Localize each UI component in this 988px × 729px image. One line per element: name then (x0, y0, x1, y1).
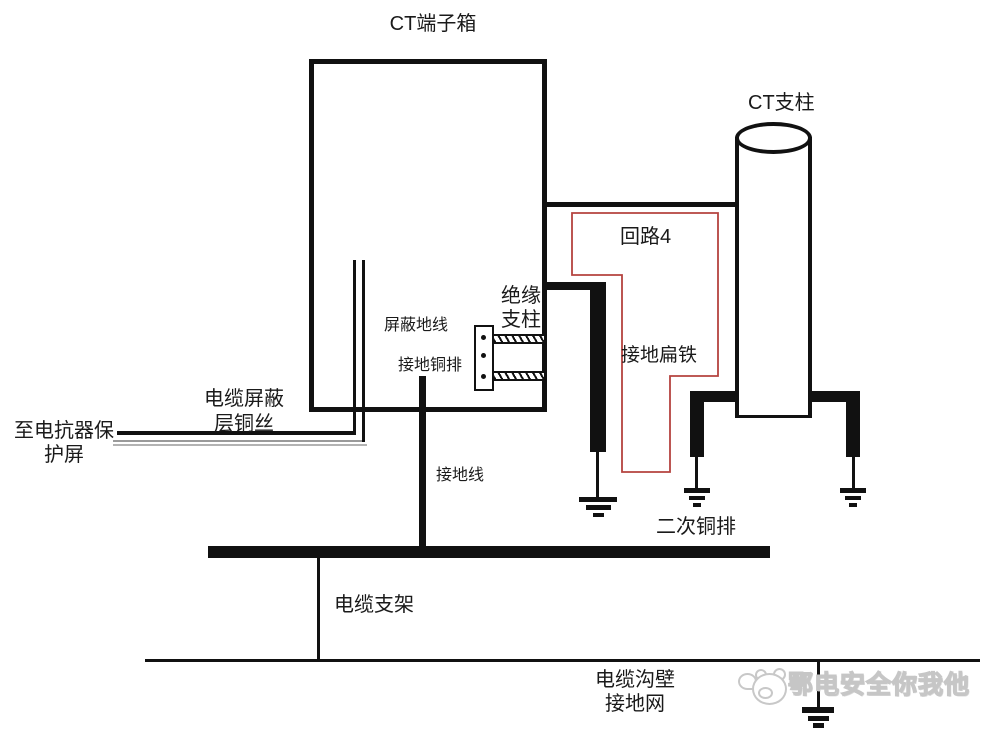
pillar-foot-right-vertical (846, 391, 860, 457)
pillar-foot-left-ground-stem (695, 457, 698, 488)
primary-conductor-line (547, 202, 735, 207)
secondary-copper-bus-bar (208, 546, 770, 558)
label-to-reactor-protection-screen: 至电抗器保 护屏 (14, 420, 114, 466)
pillar-foot-right-horizontal (811, 391, 858, 402)
ground-flat-iron-vertical (590, 282, 606, 452)
ct-pillar-body (735, 137, 812, 418)
ground-symbol-trench (801, 707, 835, 728)
pillar-foot-right-ground-stem (852, 457, 855, 488)
terminal-block (474, 325, 494, 391)
ground-symbol-flat-iron (578, 497, 618, 517)
watermark-logo (738, 668, 792, 708)
ground-flat-iron-stem (596, 452, 599, 497)
cable-bracket-support-line (317, 558, 320, 662)
insulator-standoff-top (494, 334, 544, 344)
ct-pillar-top-ellipse (735, 122, 812, 154)
label-shield-ground-wire: 屏蔽地线 (384, 317, 449, 334)
label-ground-copper-bar: 接地铜排 (398, 357, 463, 374)
label-ct-pillar: CT支柱 (748, 92, 815, 114)
cable-shield-horizontal-2 (113, 444, 367, 446)
watermark-logo-snout (758, 687, 773, 699)
label-circuit-4: 回路4 (620, 226, 672, 248)
pillar-foot-left-vertical (690, 391, 704, 457)
trench-ground-stem (817, 662, 820, 707)
terminal-screw (481, 374, 486, 379)
label-ct-terminal-box: CT端子箱 (389, 13, 477, 35)
label-insulation-pillar: 绝缘 支柱 (501, 285, 541, 331)
cable-core-horizontal (117, 431, 356, 435)
ground-symbol-right-foot (839, 488, 867, 507)
trench-wall-line (145, 659, 980, 662)
watermark-text: 鄂电安全你我他 (787, 670, 971, 699)
cable-shield-horizontal-1 (113, 440, 365, 442)
terminal-screw (481, 335, 486, 340)
insulator-standoff-bottom (494, 371, 544, 381)
cable-core-vertical (353, 260, 356, 434)
terminal-screw (481, 353, 486, 358)
label-ground-flat-iron: 接地扁铁 (621, 345, 698, 366)
ground-copper-bar-vertical (419, 376, 426, 547)
label-cable-shield-copper-wire: 电缆屏蔽 层铜丝 (204, 388, 284, 435)
label-cable-trench-ground-net: 电缆沟壁 接地网 (595, 669, 675, 715)
label-secondary-copper-bar: 二次铜排 (656, 516, 736, 538)
ground-symbol-left-foot (683, 488, 711, 507)
ct-terminal-box-outline (309, 59, 547, 412)
label-cable-bracket: 电缆支架 (334, 594, 414, 616)
label-ground-wire: 接地线 (436, 467, 485, 484)
cable-shield-vertical (362, 260, 365, 442)
